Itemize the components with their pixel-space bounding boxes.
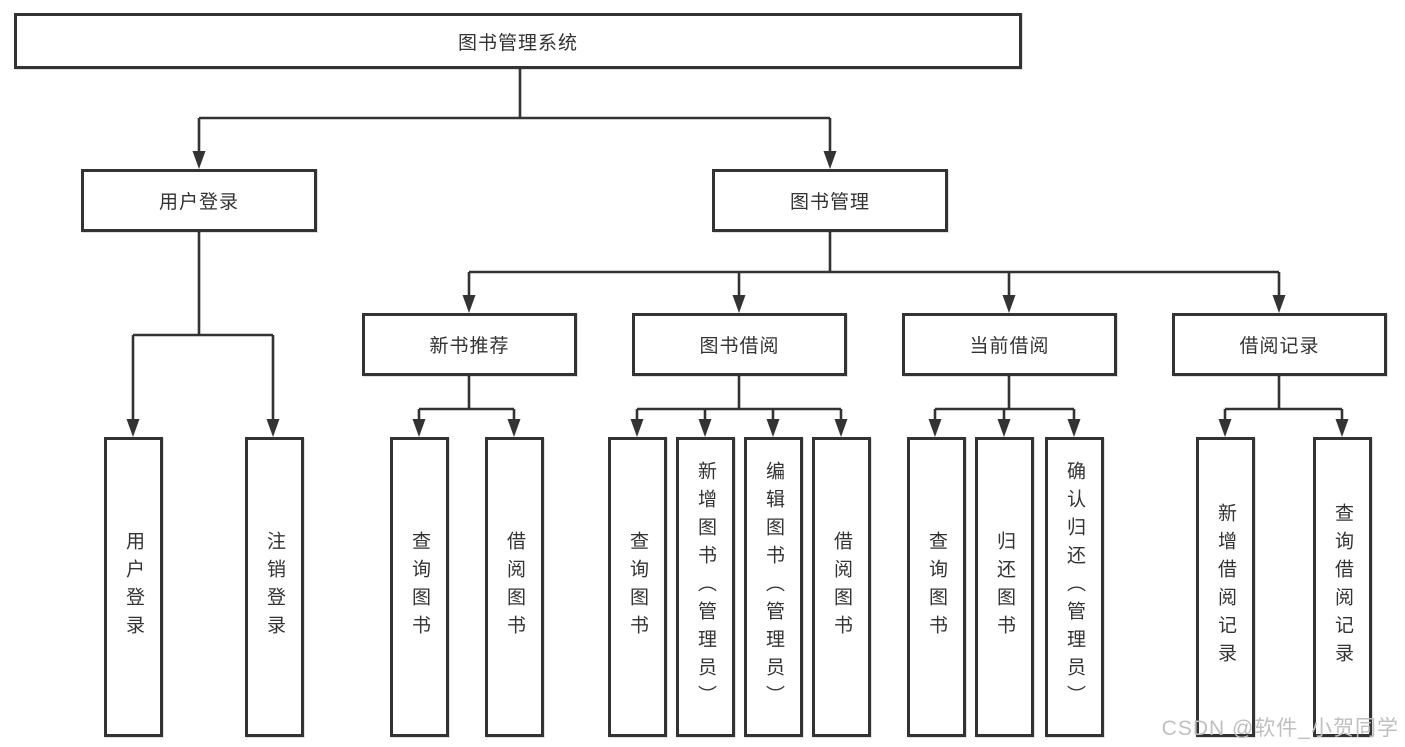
diagram-leaf-query-books-current: 查询图书 [907,437,966,737]
diagram-leaf-add-borrow-record: 新增借阅记录 [1196,437,1255,737]
diagram-node-book-borrow: 图书借阅 [632,313,847,376]
diagram-node-borrow-records: 借阅记录 [1172,313,1387,376]
watermark: CSDN @软件_小贺同学 [1161,717,1399,740]
diagram-node-user-login: 用户登录 [81,169,317,232]
diagram-leaf-query-borrow-record: 查询借阅记录 [1313,437,1372,737]
diagram-leaf-add-book-admin: 新增图书（管理员） [676,437,735,737]
diagram-node-current-borrow: 当前借阅 [902,313,1117,376]
diagram-leaf-return-book: 归还图书 [975,437,1034,737]
diagram-leaf-query-books-borrow: 查询图书 [608,437,667,737]
diagram-leaf-user-login: 用户登录 [104,437,163,737]
diagram-node-new-book-recommend: 新书推荐 [362,313,577,376]
diagram-node-book-management: 图书管理 [712,169,948,232]
diagram-node-root: 图书管理系统 [14,13,1022,69]
diagram-leaf-logout: 注销登录 [245,437,304,737]
diagram-leaf-edit-book-admin: 编辑图书（管理员） [744,437,803,737]
diagram-leaf-query-books-recommend: 查询图书 [390,437,449,737]
diagram-leaf-confirm-return-admin: 确认归还（管理员） [1045,437,1104,737]
diagram-leaf-borrow-books-recommend: 借阅图书 [485,437,544,737]
diagram-leaf-borrow-book: 借阅图书 [812,437,871,737]
